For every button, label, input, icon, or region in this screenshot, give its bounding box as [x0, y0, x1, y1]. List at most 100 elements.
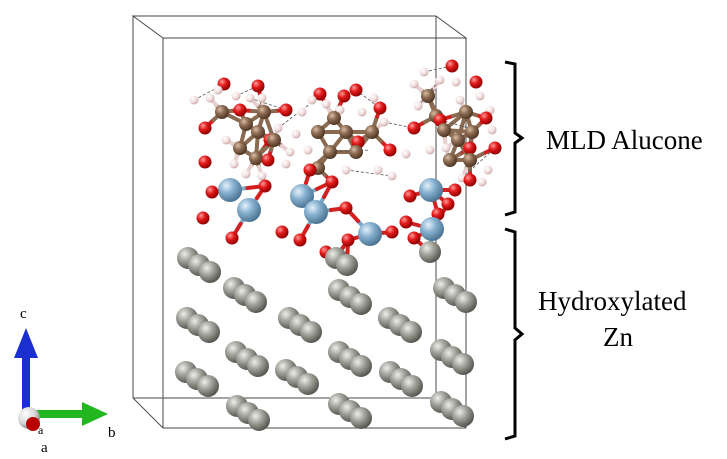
- aluminum-atom: [358, 222, 382, 246]
- oxygen-atom: [469, 75, 483, 89]
- oxygen-atom: [258, 179, 272, 193]
- aluminum-atom: [420, 217, 444, 241]
- hydrogen-atom: [221, 135, 231, 145]
- carbon-atom: [323, 145, 337, 159]
- hydrogen-atom: [245, 93, 255, 103]
- hydrogen-atom: [419, 67, 429, 77]
- hydrogen-atom: [241, 169, 251, 179]
- carbon-atom: [251, 125, 265, 139]
- hydrogen-atom: [357, 107, 367, 117]
- carbon-atom: [451, 133, 465, 147]
- carbon-atom: [349, 145, 363, 159]
- zinc-atom: [350, 355, 372, 377]
- oxygen-atom: [225, 231, 239, 245]
- axis-label-a-small: a: [38, 423, 44, 437]
- zinc-atom: [350, 293, 372, 315]
- label-mld-alucone: MLD Alucone: [546, 125, 703, 155]
- hydrogen-atom: [409, 79, 419, 89]
- label-zn: Zn: [603, 322, 633, 352]
- hydrogen-atom: [257, 93, 267, 103]
- axis-label-a: a: [41, 440, 48, 456]
- hydrogen-atom: [291, 129, 301, 139]
- hydrogen-atom: [379, 117, 389, 127]
- hydrogen-atom: [273, 123, 283, 133]
- oxygen-atom: [313, 87, 327, 101]
- oxygen-atom: [445, 59, 459, 73]
- zinc-atom: [400, 321, 422, 343]
- zinc-atom: [199, 261, 221, 283]
- aluminum-atom: [304, 200, 328, 224]
- hydrogen-atom: [413, 101, 423, 111]
- bracket-zn: [504, 227, 525, 441]
- oxygen-atom: [233, 103, 247, 117]
- carbon-atom: [465, 125, 479, 139]
- oxygen-atom: [196, 211, 210, 225]
- hydrogen-atom: [401, 149, 411, 159]
- axis-c-arrow: [14, 328, 38, 412]
- hydrogen-atom: [231, 91, 241, 101]
- hydrogen-atom: [425, 145, 435, 155]
- oxygen-atom: [275, 225, 289, 239]
- atoms: [175, 59, 502, 431]
- hydrogen-atom: [229, 159, 239, 169]
- carbon-atom: [459, 105, 473, 119]
- oxygen-atom: [349, 83, 363, 97]
- zinc-atom: [197, 375, 219, 397]
- oxygen-atom: [205, 185, 219, 199]
- oxygen-atom: [303, 163, 317, 177]
- hydrogen-atom: [281, 159, 291, 169]
- oxygen-atom: [279, 103, 293, 117]
- oxygen-atom: [431, 207, 445, 221]
- oxygen-atom: [403, 189, 417, 203]
- oxygen-atom: [448, 183, 462, 197]
- zinc-atom: [452, 405, 474, 427]
- hydrogen-bond: [345, 169, 393, 177]
- zinc-atom: [350, 407, 372, 429]
- hydrogen-atom: [321, 99, 331, 109]
- hydrogen-atom: [341, 165, 351, 175]
- carbon-atom: [239, 117, 253, 131]
- hydrogen-atom: [483, 165, 493, 175]
- carbon-atom: [443, 153, 457, 167]
- hydrogen-atom: [475, 91, 485, 101]
- zinc-atom: [452, 353, 474, 375]
- hydrogen-atom: [373, 165, 383, 175]
- carbon-atom: [365, 125, 379, 139]
- carbon-atom: [327, 111, 341, 125]
- oxygen-atom: [441, 197, 455, 211]
- carbon-atom: [339, 125, 353, 139]
- carbon-atom: [421, 89, 435, 103]
- carbon-atom: [249, 151, 263, 165]
- zinc-atom: [336, 254, 358, 276]
- hydrogen-atom: [307, 95, 317, 105]
- hydrogen-atom: [477, 177, 487, 187]
- carbon-atom: [311, 125, 325, 139]
- hydrogen-atom: [189, 95, 199, 105]
- oxygen-atom: [479, 111, 493, 125]
- zinc-atom: [247, 355, 269, 377]
- aluminum-atom: [290, 184, 314, 208]
- oxygen-atom: [407, 121, 421, 135]
- hydrogen-atom: [487, 125, 497, 135]
- zinc-atom: [198, 321, 220, 343]
- aluminum-atom: [419, 178, 443, 202]
- oxygen-atom: [407, 231, 421, 245]
- aluminum-atom: [218, 178, 242, 202]
- oxygen-atom: [463, 173, 477, 187]
- oxygen-atom: [198, 155, 212, 169]
- hydrogen-bond: [461, 147, 496, 179]
- oxygen-atom: [488, 141, 502, 155]
- zinc-atom: [455, 291, 477, 313]
- oxygen-atom: [198, 121, 212, 135]
- carbon-atom: [215, 105, 229, 119]
- oxygen-atom: [385, 225, 399, 239]
- zinc-atom: [245, 291, 267, 313]
- aluminum-atom: [237, 198, 261, 222]
- axis-a-arrow: [26, 417, 40, 431]
- zinc-atom: [300, 321, 322, 343]
- oxygen-atom: [339, 201, 353, 215]
- hydrogen-atom: [435, 75, 445, 85]
- label-hydroxylated: Hydroxylated: [538, 286, 687, 316]
- bracket-alucone: [504, 60, 525, 217]
